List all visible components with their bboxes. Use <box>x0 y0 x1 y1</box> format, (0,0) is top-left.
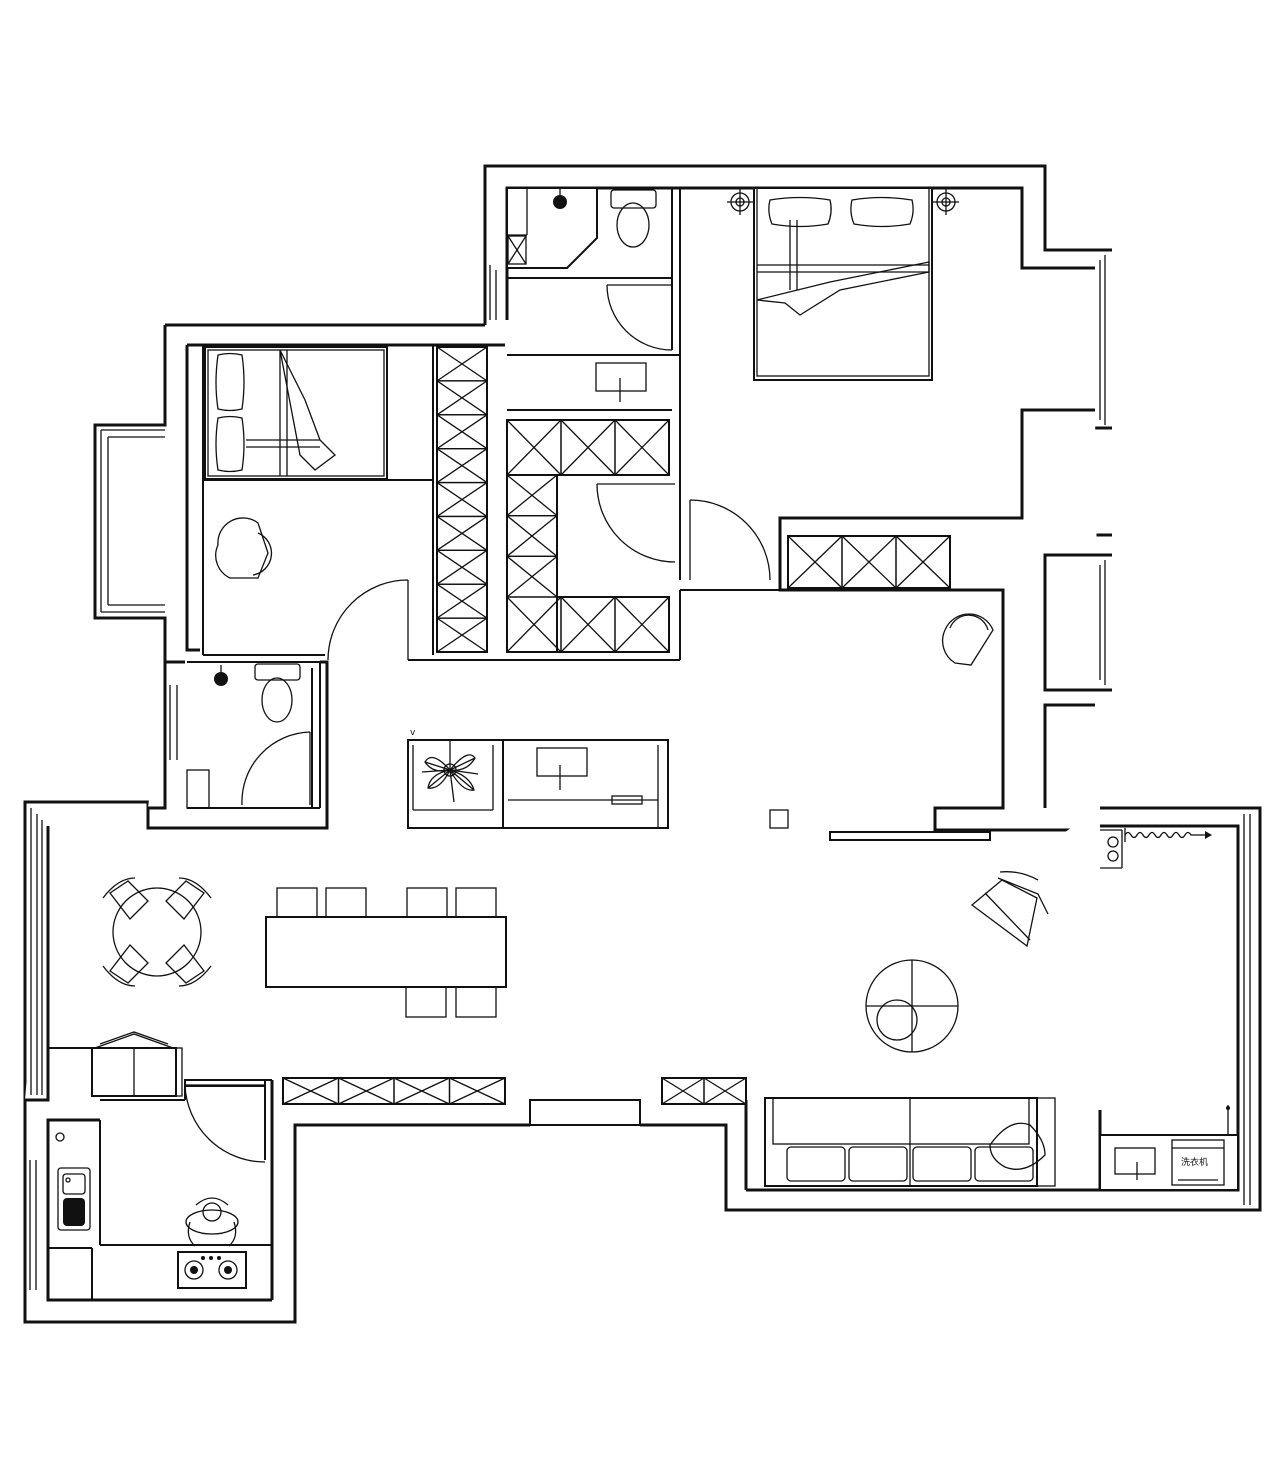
toilet <box>254 663 301 723</box>
cabinet-cells <box>661 1077 747 1105</box>
dining-table <box>265 887 507 1018</box>
desk-chair <box>215 517 273 579</box>
laundry-corner: 洗衣机 <box>1099 1105 1239 1191</box>
washing-machine: 洗衣机 <box>1171 1139 1225 1186</box>
armchair <box>942 613 994 666</box>
double-bed <box>753 187 933 381</box>
round-coffee-table <box>865 959 959 1053</box>
bedside-lamp-left <box>727 189 753 215</box>
shower <box>506 187 598 269</box>
round-table <box>102 877 212 987</box>
cabinet-cells <box>282 1077 506 1105</box>
person-cooking <box>185 1197 239 1247</box>
master-bedroom <box>727 187 994 666</box>
toilet <box>610 189 657 248</box>
second-bedroom <box>204 346 388 579</box>
wall-heater <box>1124 828 1212 842</box>
entrance-island: v <box>407 728 789 829</box>
wash-basin <box>536 747 588 790</box>
chair <box>165 877 212 920</box>
wardrobe-cells <box>506 596 670 653</box>
bedside-lamp-right <box>933 189 959 215</box>
double-bed <box>204 346 388 480</box>
wardrobe-cells <box>506 419 670 476</box>
wash-basin <box>1114 1147 1156 1180</box>
living-room <box>764 828 1212 1187</box>
chair <box>165 944 212 987</box>
kitchen-sink <box>57 1167 91 1231</box>
kitchen <box>55 1132 247 1289</box>
doors <box>184 284 771 1163</box>
windows <box>29 255 1251 1290</box>
svg-text:v: v <box>410 728 416 738</box>
dining-area <box>91 877 507 1097</box>
lounge-chair <box>970 871 1049 948</box>
gas-stove <box>177 1251 247 1289</box>
master-bathroom <box>506 187 657 402</box>
wardrobe-cells <box>436 346 488 653</box>
wardrobe-cells <box>787 535 951 589</box>
sideboard <box>91 1031 183 1097</box>
chair <box>102 877 149 920</box>
wash-basin <box>595 362 647 402</box>
guest-bathroom <box>186 663 301 809</box>
potted-plant: v <box>410 728 479 803</box>
chair <box>102 944 149 987</box>
sofa <box>764 1097 1056 1187</box>
washer-label: 洗衣机 <box>1181 1156 1208 1168</box>
